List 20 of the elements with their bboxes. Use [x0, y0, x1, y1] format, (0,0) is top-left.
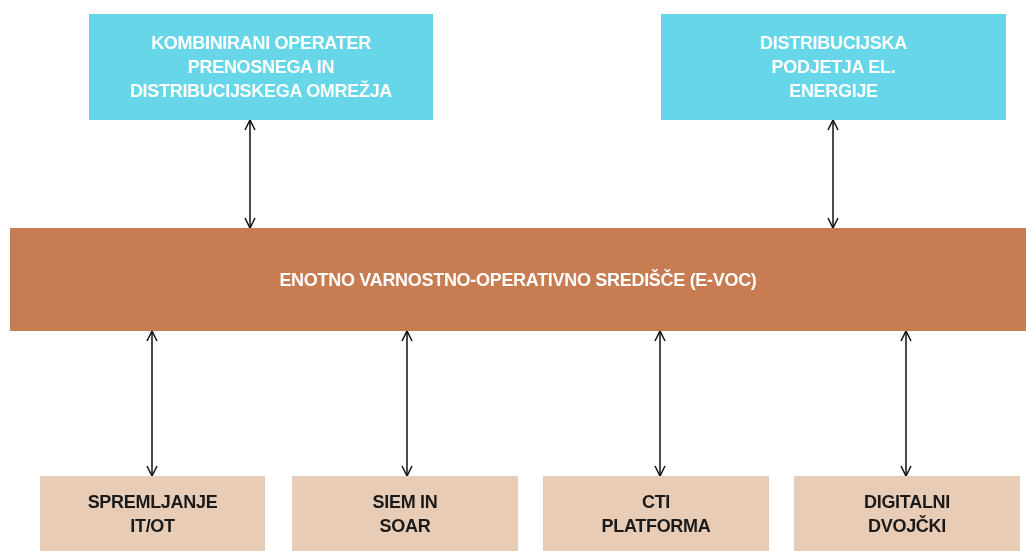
component-box — [794, 476, 1020, 551]
double-arrow — [900, 330, 912, 477]
double-arrow — [827, 119, 839, 229]
box-label: KOMBINIRANI OPERATER PRENOSNEGA IN DISTRIBUCIJSKEGA OMREŽJA — [128, 32, 394, 103]
box-label: DISTRIBUCIJSKA PODJETJA EL. ENERGIJE — [759, 32, 908, 103]
box-label: CTI PLATFORMA — [600, 490, 712, 538]
box-label: SIEM IN SOAR — [371, 490, 439, 538]
double-arrow — [244, 119, 256, 229]
box-label: SPREMLJANJE IT/OT — [86, 490, 219, 538]
component-box — [543, 476, 769, 551]
component-box — [40, 476, 265, 551]
double-arrow — [146, 330, 158, 477]
center-band — [10, 228, 1026, 331]
double-arrow — [654, 330, 666, 477]
organization-box — [661, 14, 1006, 120]
double-arrow — [401, 330, 413, 477]
box-label: DIGITALNI DVOJČKI — [863, 490, 951, 538]
organization-box — [89, 14, 433, 120]
box-label: ENOTNO VARNOSTNO-OPERATIVNO SREDIŠČE (E-VOC) — [279, 268, 757, 292]
component-box — [292, 476, 518, 551]
